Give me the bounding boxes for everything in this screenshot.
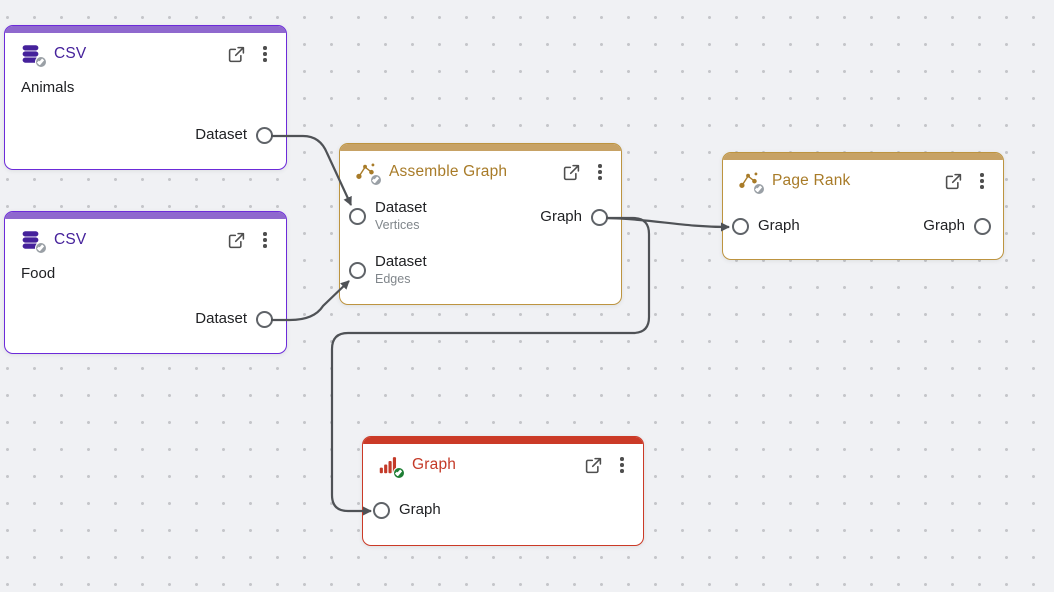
port-circle[interactable]: [732, 217, 749, 235]
node-assemble-graph[interactable]: Assemble Graph Dataset Vertices Dataset …: [339, 143, 622, 305]
open-in-new-icon[interactable]: [944, 172, 963, 191]
edge-csv-animals:Dataset->assemble-graph:Vertices[interactable]: [271, 134, 352, 206]
input-port-graph: Graph: [373, 493, 441, 527]
open-in-new-icon[interactable]: [562, 163, 581, 182]
port-label: Graph: [758, 217, 800, 234]
node-parameter-text: Food: [21, 265, 56, 282]
node-title: Graph: [412, 456, 457, 473]
port-circle[interactable]: [256, 126, 273, 144]
input-port-graph: Graph: [732, 209, 800, 243]
port-sublabel: Vertices: [375, 218, 420, 232]
kebab-menu-icon[interactable]: [259, 229, 271, 251]
status-check-icon: [369, 173, 382, 186]
node-title: Page Rank: [772, 172, 851, 189]
status-check-icon: [752, 182, 765, 195]
kebab-menu-icon[interactable]: [616, 454, 628, 476]
port-circle[interactable]: [974, 217, 991, 235]
database-icon: [20, 228, 47, 254]
kebab-menu-icon[interactable]: [259, 43, 271, 65]
open-in-new-icon[interactable]: [227, 231, 246, 250]
open-in-new-icon[interactable]: [584, 456, 603, 475]
node-color-bar: [5, 212, 286, 219]
output-port-graph: Graph: [540, 200, 608, 234]
port-label: Graph: [540, 208, 582, 225]
status-check-icon: [34, 55, 47, 68]
database-icon: [20, 42, 47, 68]
input-port-edges: Dataset Edges: [349, 253, 427, 287]
port-circle[interactable]: [349, 207, 366, 225]
bar-chart-icon: [378, 453, 405, 479]
node-page-rank[interactable]: Page Rank Graph Graph: [722, 152, 1004, 260]
open-in-new-icon[interactable]: [227, 45, 246, 64]
port-label: Dataset: [375, 199, 427, 216]
node-color-bar: [363, 437, 643, 444]
node-title: CSV: [54, 45, 87, 62]
node-color-bar: [340, 144, 621, 151]
node-csv-food[interactable]: CSV Food Dataset: [4, 211, 287, 354]
kebab-menu-icon[interactable]: [594, 161, 606, 183]
port-circle[interactable]: [349, 261, 366, 279]
network-icon: [738, 169, 765, 195]
output-port-graph: Graph: [923, 209, 991, 243]
node-graph-visualization[interactable]: Graph Graph: [362, 436, 644, 546]
port-circle[interactable]: [591, 208, 608, 226]
kebab-menu-icon[interactable]: [976, 170, 988, 192]
port-circle[interactable]: [256, 310, 273, 328]
output-port-dataset: Dataset: [195, 118, 273, 152]
node-color-bar: [723, 153, 1003, 160]
port-sublabel: Edges: [375, 272, 411, 286]
node-color-bar: [5, 26, 286, 33]
port-circle[interactable]: [373, 501, 390, 519]
node-title: CSV: [54, 231, 87, 248]
port-label: Dataset: [195, 310, 247, 327]
input-port-vertices: Dataset Vertices: [349, 199, 427, 233]
node-title: Assemble Graph: [389, 163, 508, 180]
port-label: Graph: [399, 501, 441, 518]
node-csv-animals[interactable]: CSV Animals Dataset: [4, 25, 287, 170]
edge-assemble-graph:Graph->page-rank:Graph[interactable]: [605, 216, 730, 232]
port-label: Dataset: [195, 126, 247, 143]
edge-csv-food:Dataset->assemble-graph:Edges[interactable]: [271, 280, 350, 322]
port-label: Graph: [923, 217, 965, 234]
edge-assemble-graph:Graph->graph-visualization:Graph[interactable]: [330, 216, 651, 516]
port-label: Dataset: [375, 253, 427, 270]
network-icon: [355, 160, 382, 186]
status-check-icon: [392, 466, 405, 479]
status-check-icon: [34, 241, 47, 254]
node-parameter-text: Animals: [21, 79, 75, 96]
output-port-dataset: Dataset: [195, 302, 273, 336]
